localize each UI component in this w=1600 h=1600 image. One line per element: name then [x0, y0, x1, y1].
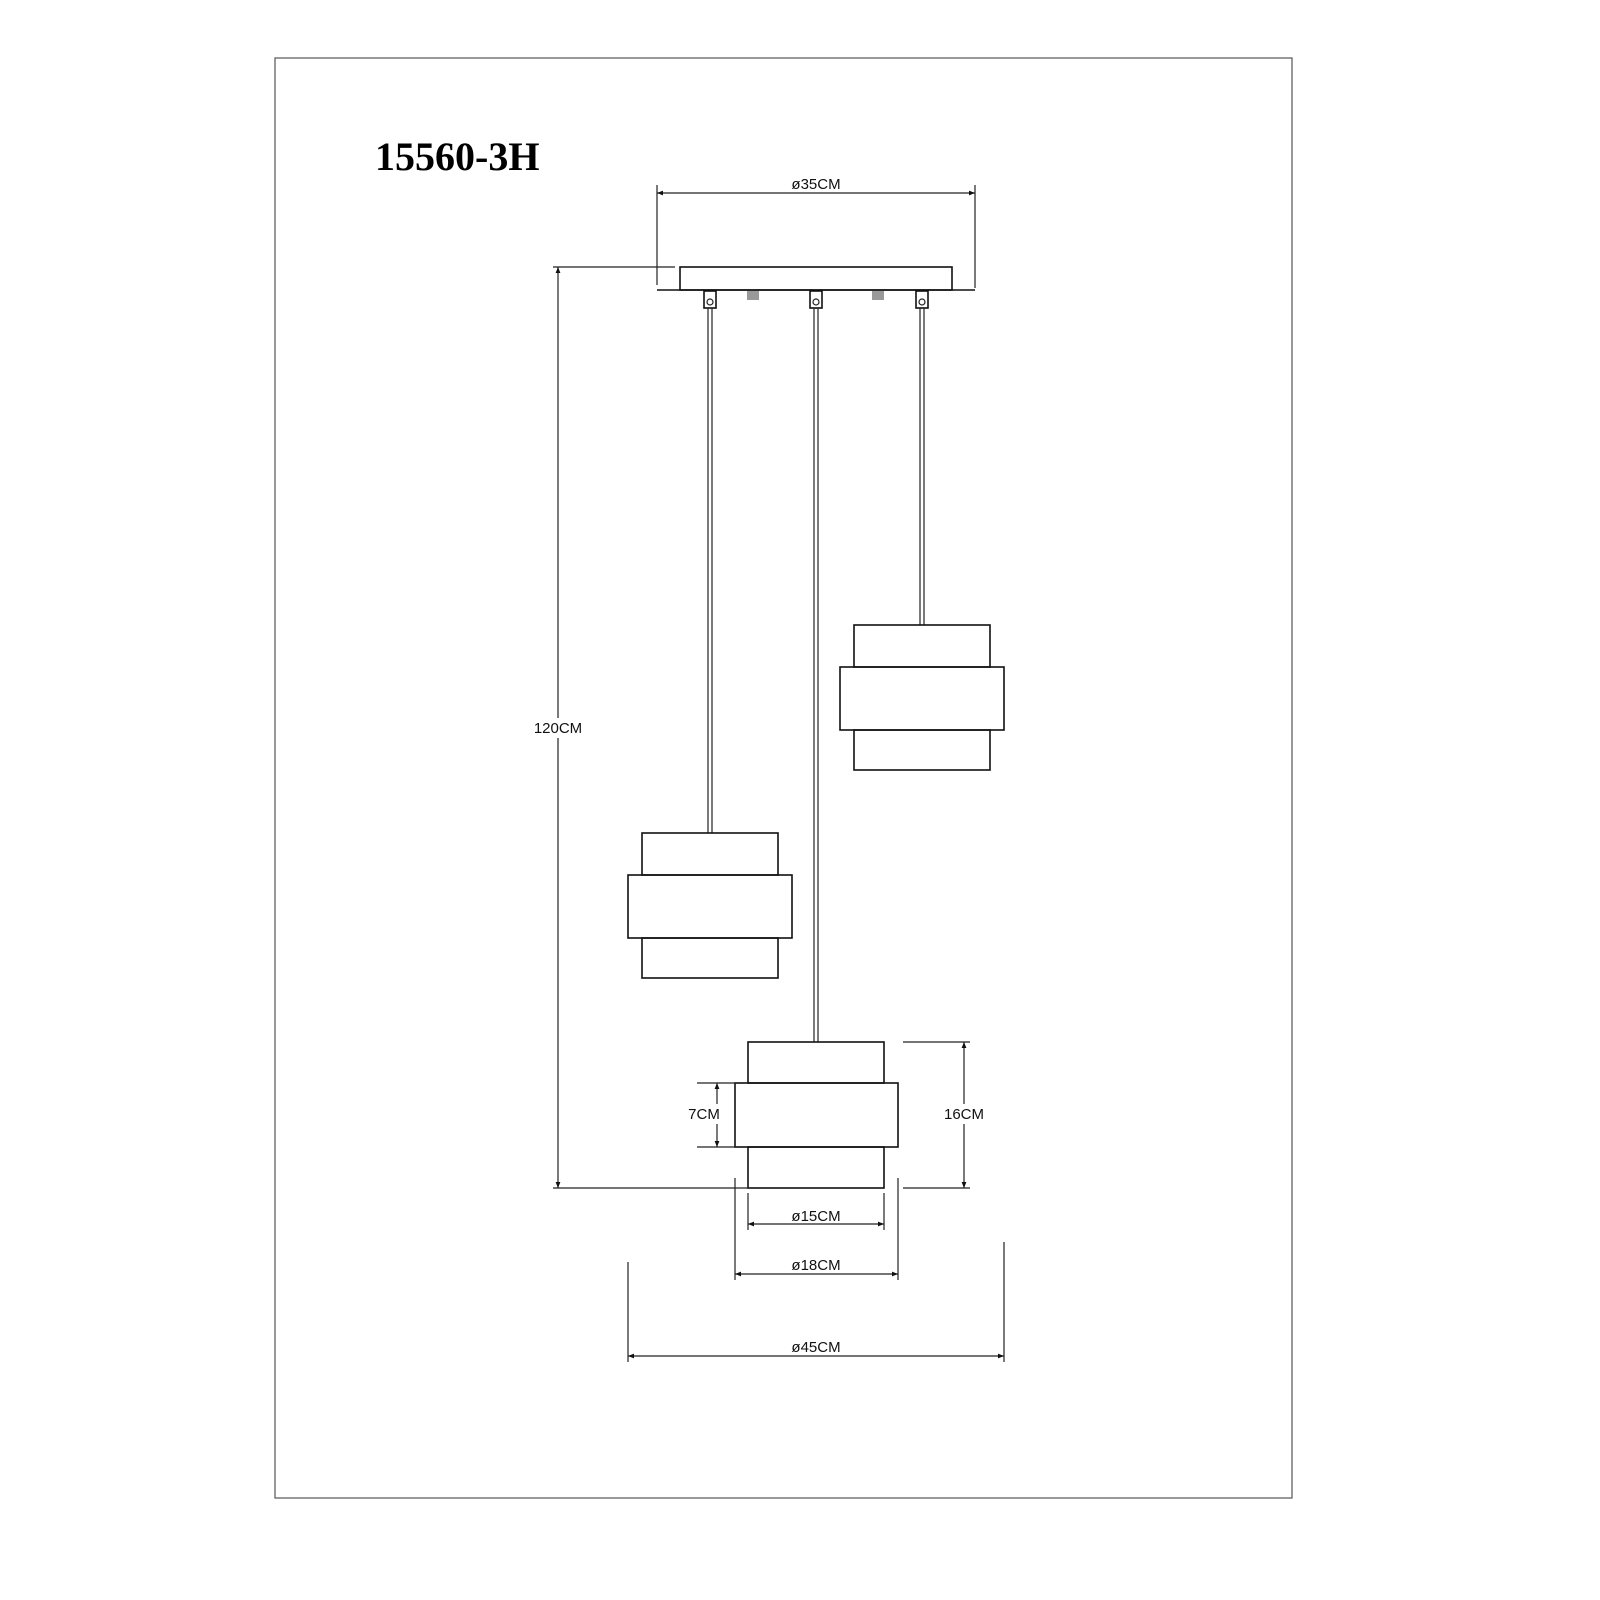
dim-inner-diameter: ø15CM [747, 1193, 885, 1230]
svg-text:ø18CM: ø18CM [791, 1257, 840, 1274]
screw [747, 291, 759, 300]
model-number: 15560-3H [375, 134, 539, 179]
dim-band-diameter: ø18CM [734, 1178, 899, 1280]
svg-text:ø15CM: ø15CM [791, 1208, 840, 1225]
cord-clamp [915, 290, 929, 309]
cord-clamp [703, 290, 717, 309]
svg-text:120CM: 120CM [534, 720, 582, 737]
dim-canopy-diameter: ø35CM [656, 176, 976, 288]
svg-text:7CM: 7CM [688, 1106, 720, 1123]
cords [707, 308, 925, 1042]
shade-right [839, 624, 1005, 771]
cord-clamp [809, 290, 823, 309]
svg-text:ø35CM: ø35CM [791, 176, 840, 193]
frame-border [274, 57, 1293, 1499]
dim-overall-diameter: ø45CM [627, 1242, 1005, 1362]
svg-text:ø45CM: ø45CM [791, 1339, 840, 1356]
shade-left [627, 832, 793, 979]
dim-band-height: 7CM [686, 1082, 743, 1148]
shade-center [734, 1041, 899, 1189]
svg-text:16CM: 16CM [944, 1106, 984, 1123]
screw [872, 291, 884, 300]
dim-total-height: 120CM [528, 266, 970, 1189]
dim-shade-height: 16CM [903, 1041, 988, 1188]
canopy [657, 266, 975, 309]
